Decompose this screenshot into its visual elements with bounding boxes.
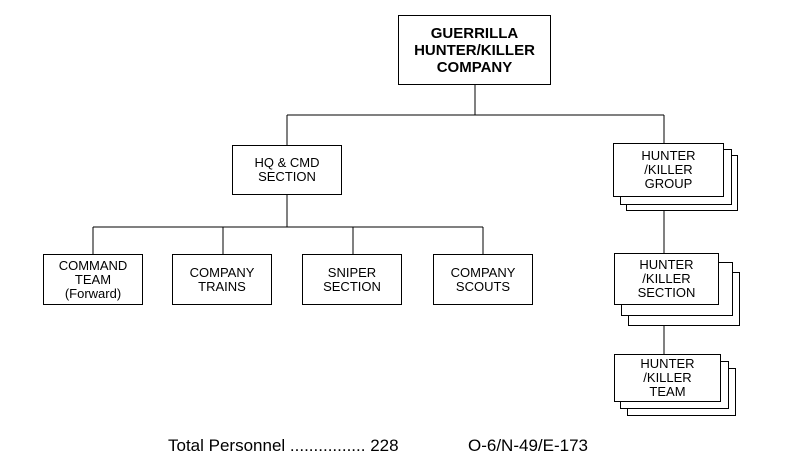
sniper-line-1: SNIPER — [327, 264, 377, 280]
group-line-3: GROUP — [644, 176, 693, 191]
section-line-2: /KILLER — [642, 271, 691, 286]
command-line-2: TEAM — [74, 271, 112, 287]
company-trains-box: COMPANY TRAINS — [172, 254, 272, 305]
command-team-box: COMMAND TEAM (Forward) — [43, 254, 143, 305]
grade-breakdown-text: O-6/N-49/E-173 — [468, 436, 588, 455]
group-line-1: HUNTER — [641, 148, 696, 163]
company-scouts-box: COMPANY SCOUTS — [433, 254, 533, 305]
team-line-2: /KILLER — [643, 370, 692, 385]
personnel-summary: Total Personnel ................ 228 O-6… — [168, 436, 588, 456]
hq-line-1: HQ & CMD — [254, 155, 320, 170]
group-line-2: /KILLER — [644, 162, 693, 177]
hunter-killer-team-box: HUNTER /KILLER TEAM — [614, 354, 721, 402]
root-line-3: COMPANY — [436, 58, 513, 76]
guerrilla-hunter-killer-company-box: GUERRILLA HUNTER/KILLER COMPANY — [398, 15, 551, 85]
hunter-killer-section-box: HUNTER /KILLER SECTION — [614, 253, 719, 305]
section-line-3: SECTION — [637, 285, 696, 300]
scouts-line-1: COMPANY — [450, 264, 516, 280]
sniper-line-2: SECTION — [323, 278, 381, 294]
team-line-3: TEAM — [649, 384, 686, 399]
hq-cmd-section-box: HQ & CMD SECTION — [232, 145, 342, 195]
root-line-1: GUERRILLA — [430, 24, 519, 42]
scouts-line-2: SCOUTS — [455, 278, 511, 294]
trains-line-2: TRAINS — [198, 278, 246, 294]
command-line-1: COMMAND — [58, 257, 128, 273]
root-line-2: HUNTER/KILLER — [414, 41, 535, 59]
command-line-3: (Forward) — [64, 285, 122, 301]
section-line-1: HUNTER — [639, 257, 694, 272]
team-line-1: HUNTER — [640, 356, 695, 371]
hunter-killer-group-box: HUNTER /KILLER GROUP — [613, 143, 724, 197]
sniper-section-box: SNIPER SECTION — [302, 254, 402, 305]
trains-line-1: COMPANY — [189, 264, 255, 280]
total-personnel-text: Total Personnel ................ 228 — [168, 436, 399, 455]
hq-line-2: SECTION — [258, 169, 316, 184]
